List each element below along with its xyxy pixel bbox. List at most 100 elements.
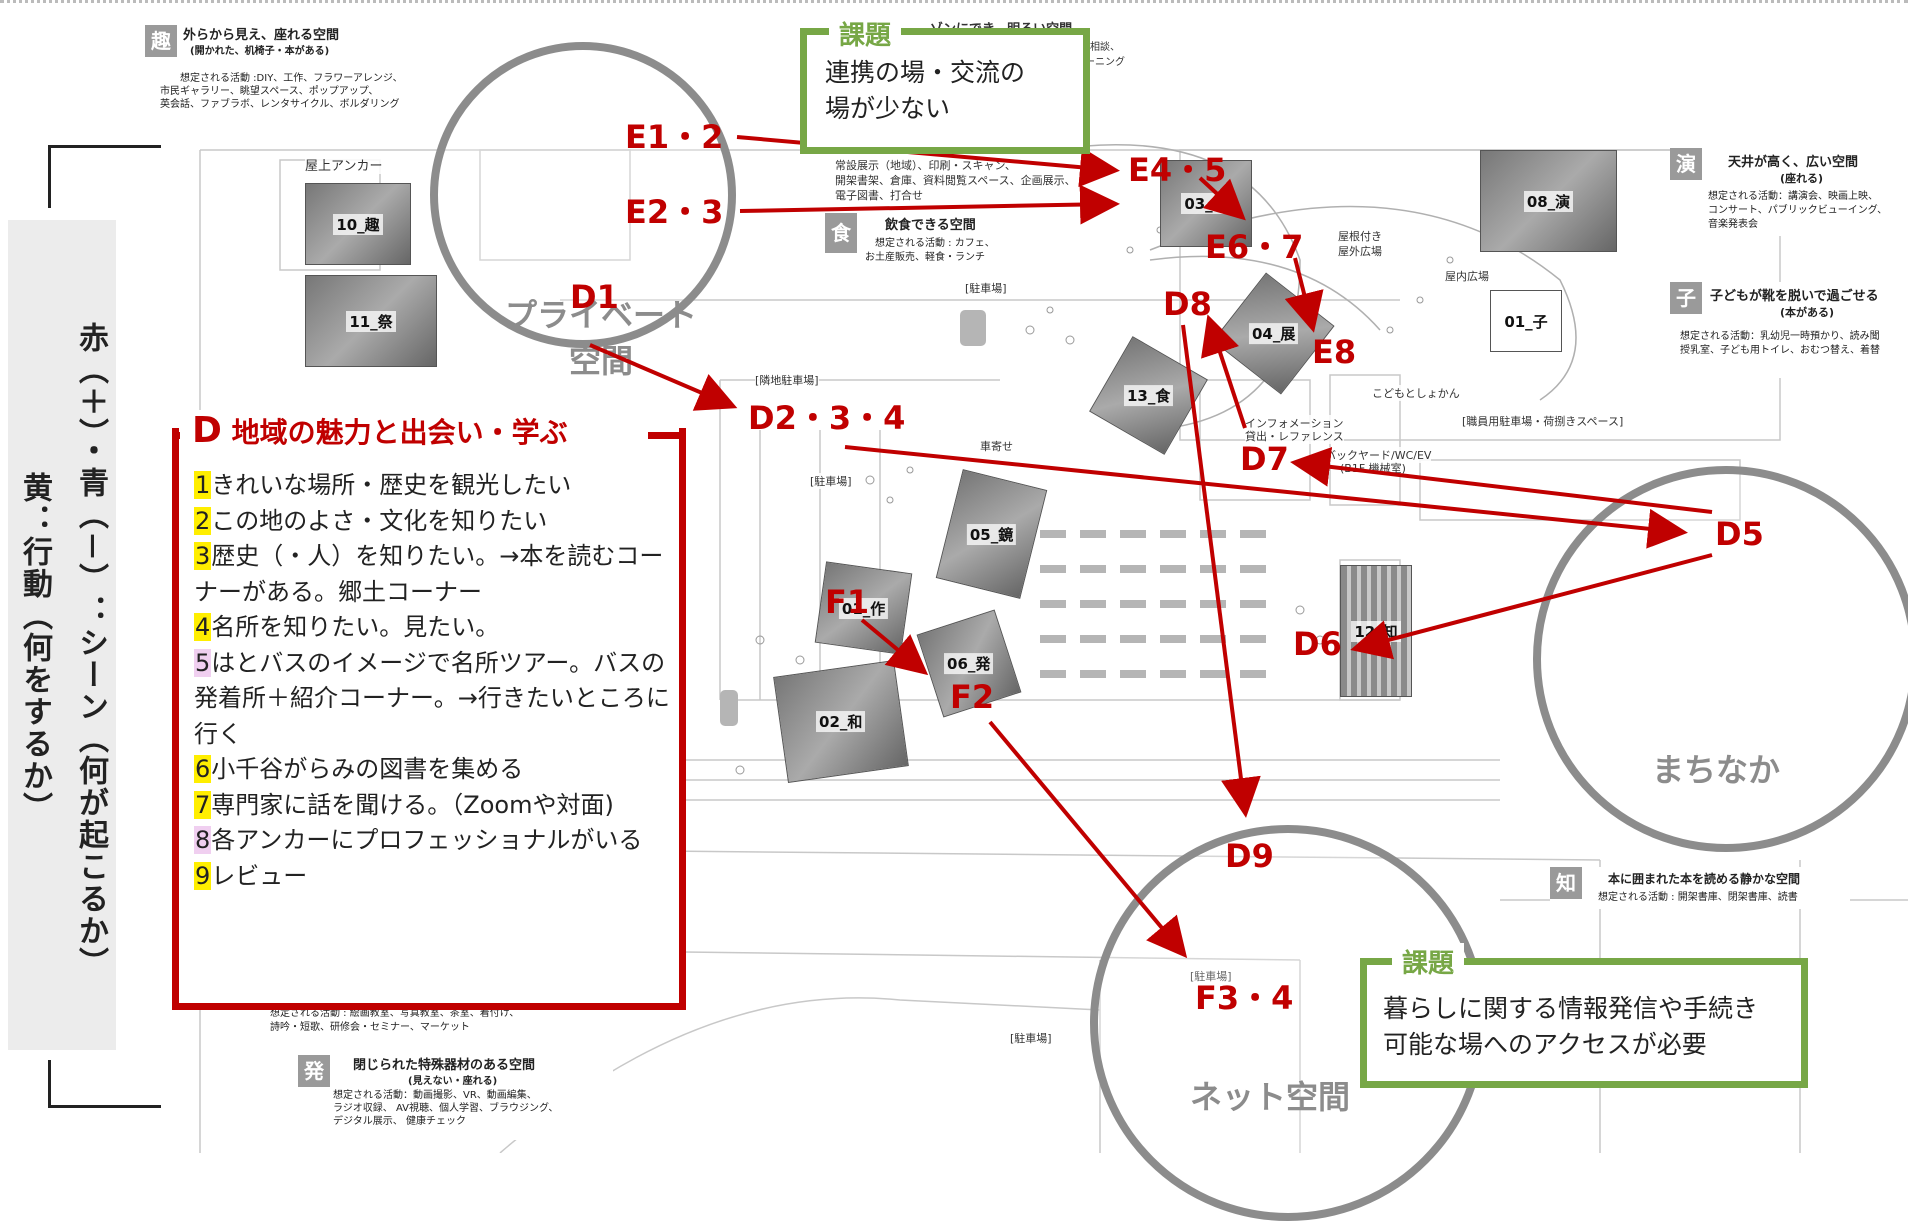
- d-item-number: 1: [194, 471, 212, 499]
- map-text-yane: 屋根付き: [1338, 228, 1382, 244]
- kadai-bottom-line1: 暮らしに関する情報発信や手続き: [1383, 994, 1759, 1023]
- map-text-chusha2: [駐車場]: [810, 473, 852, 489]
- kadai-bottom-title: 課題: [1392, 943, 1465, 980]
- label-e45: E4・5: [1128, 151, 1227, 189]
- photo-01-ko: 01_子: [1490, 290, 1562, 352]
- kadai-top-line1: 連携の場・交流の: [825, 58, 1026, 87]
- label-d8: D8: [1163, 285, 1212, 323]
- caption-line: 想定される活動：動画撮影、VR、動画編集、: [333, 1090, 537, 1101]
- d-item-text: 専門家に話を聞ける。（Zoomや対面): [211, 790, 614, 819]
- bracket-top: [48, 145, 161, 208]
- caption-shoku: 食 飲食できる空間 想定される活動 : カフェ、 お土産販売、軽食・ランチ: [825, 213, 1025, 271]
- photo-11-matsuri: 11_祭: [305, 275, 437, 367]
- d-item: 4名所を知りたい。見たい。: [194, 610, 674, 646]
- d-item-text: 名所を知りたい。見たい。: [211, 613, 500, 641]
- d-item: 8各アンカーにプロフェッショナルがいる: [194, 823, 674, 859]
- circle-private-label: プライベート 空間: [505, 292, 697, 384]
- photo-label: 08_演: [1523, 190, 1574, 212]
- d-item-text: レビュー: [211, 861, 308, 890]
- kadai-bottom-line2: 可能な場へのアクセスが必要: [1383, 1030, 1707, 1059]
- caption-line: 授乳室、子ども用トイレ、おむつ替え、着替: [1680, 345, 1880, 356]
- label-d9: D9: [1225, 837, 1274, 875]
- floor-map: [199, 144, 1908, 1153]
- kadai-top-line2: 場が少ない: [825, 94, 951, 123]
- caption-hatsu: 発 閉じられた特殊器材のある空間 (見えない・座れる) 想定される活動：動画撮影…: [298, 1055, 613, 1140]
- label-f2: F2: [950, 678, 995, 716]
- label-d6: D6: [1293, 625, 1342, 663]
- map-text-info2: 貸出・レファレンス: [1245, 428, 1344, 444]
- d-item: 3歴史（・人）を知りたい。→本を読むコーナーがある。郷土コーナー: [194, 539, 674, 610]
- map-text-kodomo: こどもとしょかん: [1372, 385, 1460, 401]
- label-e8: E8: [1312, 333, 1357, 371]
- caption-chi: 知 本に囲まれた本を読める静かな空間 想定される活動 : 開架書庫、閉架書庫、読…: [1550, 867, 1850, 909]
- caption-en: 演 天井が高く、広い空間 (座れる) 想定される活動：講演会、映画上映、 コンサ…: [1670, 148, 1908, 236]
- circle-machinaka-label: まちなか: [1652, 751, 1781, 789]
- arrow-layer: [589, 135, 1713, 959]
- caption-title: 閉じられた特殊器材のある空間: [353, 1058, 536, 1073]
- caption-line: 想定される活動 :DIY、工作、フラワーアレンジ、: [180, 73, 403, 84]
- caption-badge: 発: [298, 1055, 330, 1087]
- legend-scene-text: 赤（＋）・青（－）：シーン（何が起こるか）: [73, 322, 108, 979]
- caption-title: 飲食できる空間: [885, 218, 976, 233]
- caption-ko: 子 子どもが靴を脱いで過ごせる (本がある) 想定される活動：乳幼児一時預かり、…: [1670, 282, 1908, 378]
- map-text-rinchi: [隣地駐車場]: [755, 372, 819, 388]
- photo-08-en: 08_演: [1480, 150, 1617, 252]
- arrow-d7-d8: [1201, 314, 1247, 429]
- d-panel-title: D 地域の魅力と出会い・学ぶ: [180, 410, 580, 451]
- okujo-anchor-label: 屋上アンカー: [305, 155, 383, 174]
- label-f34: F3・4: [1195, 979, 1294, 1017]
- circle-machinaka: [1533, 466, 1908, 852]
- caption-subtitle: (開かれた、机椅子・本がある): [190, 46, 330, 57]
- caption-line: 音楽発表会: [1708, 219, 1758, 230]
- caption-line: 詩吟・短歌、研修会・セミナー、マーケット: [270, 1022, 470, 1033]
- d-item: 9レビュー: [194, 859, 674, 895]
- d-item-number: 3: [194, 542, 212, 570]
- d-item: 5はとバスのイメージで名所ツアー。バスの発着所＋紹介コーナー。→行きたいところに…: [194, 646, 674, 753]
- arrow-d1: [589, 343, 738, 411]
- d-item-text: 小千谷がらみの図書を集める: [211, 755, 524, 783]
- kadai-top-title: 課題: [829, 15, 902, 52]
- private-label-text: プライベート 空間: [505, 296, 698, 380]
- d-item-number: 5: [194, 648, 212, 677]
- legend-action-text: 黄：行動（何をするか）: [17, 472, 52, 824]
- arrow-e45: [1198, 176, 1246, 221]
- caption-badge: 子: [1670, 282, 1702, 314]
- caption-badge: 演: [1670, 148, 1702, 180]
- d-panel: [172, 428, 686, 1010]
- d-panel-title-text: 地域の魅力と出会い・学ぶ: [231, 416, 568, 449]
- d-panel-letter: D: [192, 410, 222, 451]
- map-text-okunai: 屋内広場: [1445, 268, 1489, 284]
- d-item-text: きれいな場所・歴史を観光したい: [211, 471, 572, 499]
- kadai-top-box: 課題 連携の場・交流の 場が少ない: [800, 15, 1090, 154]
- d-panel-top-left: [172, 432, 182, 439]
- d-item: 6小千谷がらみの図書を集める: [194, 752, 674, 788]
- caption-line: 想定される活動 : 絵画教室、写真教室、茶室、着付け、: [270, 1008, 520, 1019]
- caption-badge: 知: [1550, 867, 1582, 899]
- arrow-d234: [844, 445, 1688, 549]
- caption-badge: 食: [825, 213, 857, 253]
- caption-title: 外らから見え、座れる空間: [183, 28, 340, 43]
- caption-title: 本に囲まれた本を読める静かな空間: [1608, 872, 1801, 886]
- d-panel-top-right: [648, 432, 679, 439]
- caption-line: デジタル展示、 健康チェック: [333, 1116, 466, 1127]
- kadai-bottom-text: 暮らしに関する情報発信や手続き 可能な場へのアクセスが必要: [1383, 991, 1758, 1063]
- d-item-number: 8: [194, 826, 212, 854]
- label-d234: D2・3・4: [748, 399, 906, 437]
- circle-private: [430, 42, 736, 348]
- map-text-shokuin: [職員用駐車場・荷捌きスペース]: [1462, 413, 1624, 429]
- arrow-e23: [739, 184, 1120, 225]
- caption-line: 想定される活動：講演会、映画上映、: [1708, 191, 1878, 202]
- arrow-e67: [1284, 257, 1324, 333]
- arrow-f2: [988, 720, 1188, 959]
- caption-line: 想定される活動 : 開架書庫、閉架書庫、読書: [1598, 892, 1798, 903]
- map-text-denshi: 電子図書、打合せ: [835, 187, 923, 203]
- caption-line: 英会話、ファブラボ、レンタサイクル、ボルダリング: [160, 99, 400, 110]
- arrow-d5-d7: [1290, 446, 1713, 514]
- caption-line: 市民ギャラリー、眺望スペース、ポップアップ、: [160, 86, 379, 97]
- caption-line: 想定される活動：乳幼児一時預かり、読み聞: [1680, 331, 1880, 342]
- d-item-number: 6: [194, 755, 212, 783]
- map-text-tenji: 常設展示（地域）、印刷・スキャン、: [835, 157, 1016, 173]
- d-item-number: 4: [194, 613, 212, 641]
